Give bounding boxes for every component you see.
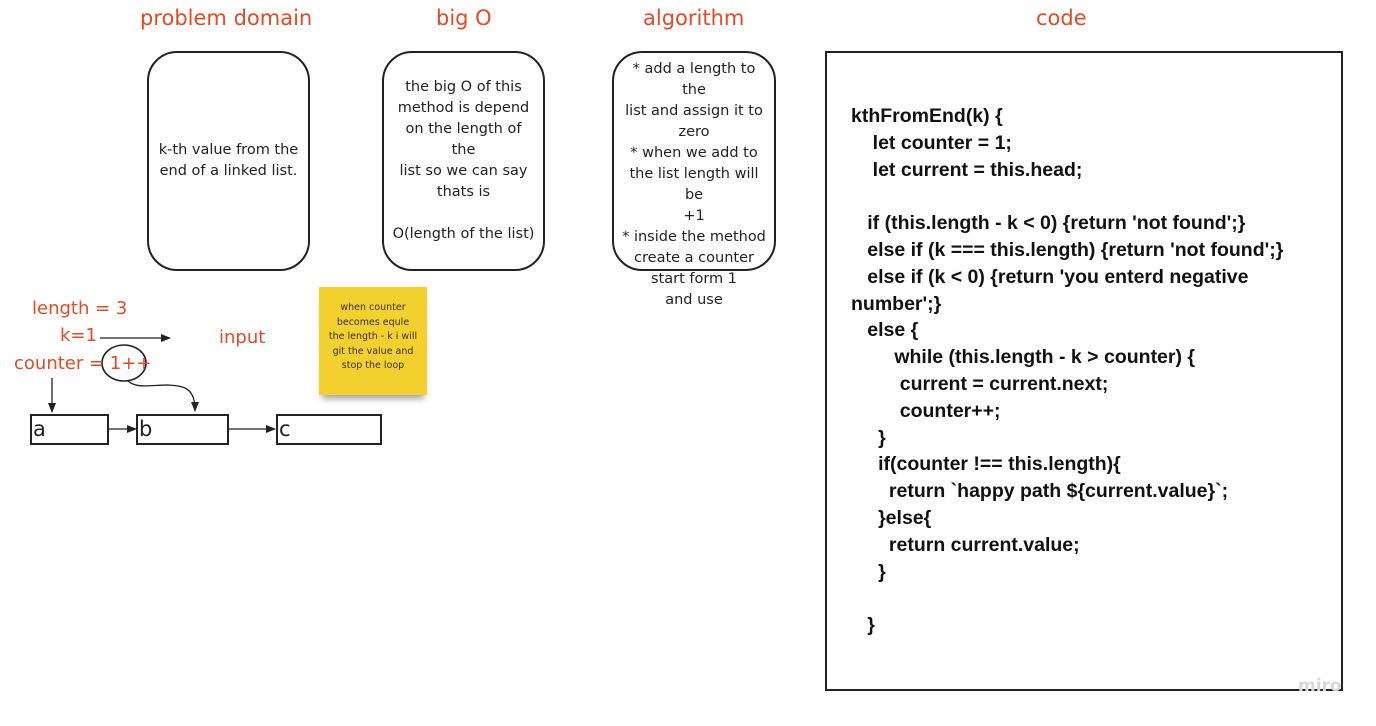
header-code: code [1036, 6, 1087, 30]
k-label: k=1 [60, 325, 97, 346]
algorithm-text: * add a length to the list and assign it… [622, 61, 766, 308]
algorithm-card[interactable]: * add a length to the list and assign it… [612, 51, 776, 308]
counter-label: counter = 1++ [14, 353, 151, 374]
counter-value: 1++ [109, 353, 152, 374]
counter-label-text: counter = [14, 353, 110, 374]
input-label: input [219, 327, 266, 348]
list-node-c[interactable]: c [276, 414, 382, 445]
header-algorithm: algorithm [643, 6, 745, 30]
list-node-b[interactable]: b [136, 414, 229, 445]
counter-circle [101, 344, 147, 382]
length-label: length = 3 [32, 298, 128, 319]
sticky-note[interactable]: when counter becomes equle the length - … [319, 287, 427, 395]
big-o-text: the big O of this method is depend on th… [392, 79, 535, 242]
header-big-o: big O [436, 6, 492, 30]
problem-domain-text: k-th value from the end of a linked list… [158, 142, 299, 179]
big-o-card[interactable]: the big O of this method is depend on th… [382, 51, 545, 271]
code-panel[interactable]: kthFromEnd(k) { let counter = 1; let cur… [825, 51, 1343, 691]
miro-watermark: miro [1298, 676, 1342, 696]
list-node-a[interactable]: a [30, 414, 109, 445]
code-text: kthFromEnd(k) { let counter = 1; let cur… [851, 105, 1284, 637]
header-problem-domain: problem domain [140, 6, 313, 30]
counter-pointer-arrow [127, 380, 199, 412]
problem-domain-card[interactable]: k-th value from the end of a linked list… [147, 51, 310, 271]
